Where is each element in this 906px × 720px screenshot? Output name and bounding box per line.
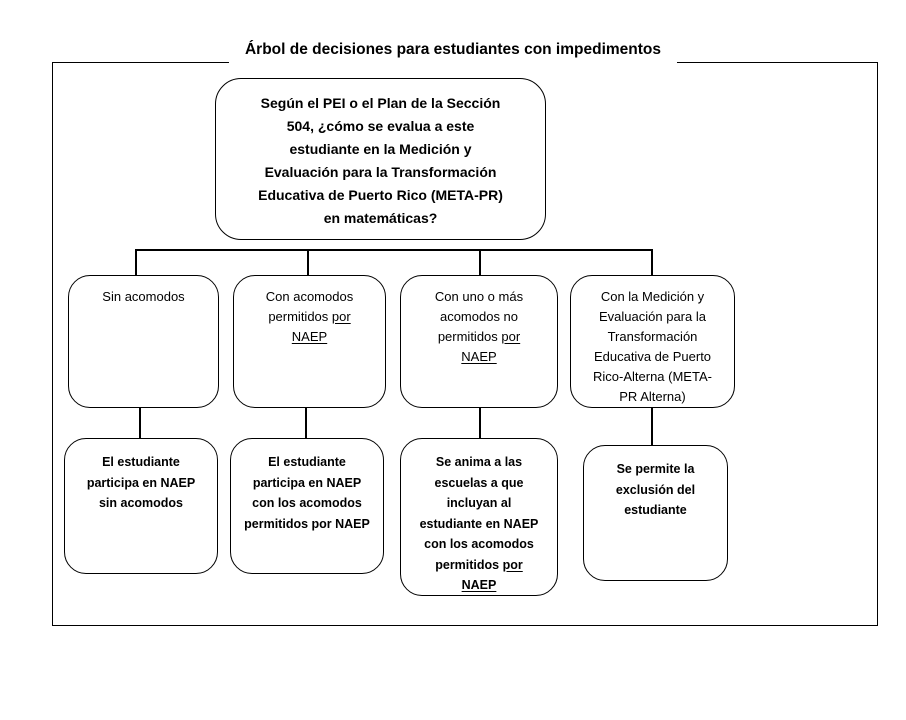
connector-horizontal <box>136 249 653 251</box>
connector-branch-to-outcome-2 <box>305 407 307 439</box>
connector-branch-to-outcome-1 <box>139 407 141 439</box>
connector-branch-to-outcome-4 <box>651 407 653 446</box>
diagram-title: Árbol de decisiones para estudiantes con… <box>228 39 678 65</box>
connector-stub-branch-3 <box>479 249 481 276</box>
connector-stub-branch-4 <box>651 249 653 276</box>
connector-stub-branch-1 <box>135 249 137 276</box>
branch-box-sin-acomodos: Sin acomodos <box>68 275 219 408</box>
branch-text-1: Sin acomodos <box>102 289 185 304</box>
connector-stub-branch-2 <box>307 249 309 276</box>
connector-branch-to-outcome-3 <box>479 407 481 439</box>
